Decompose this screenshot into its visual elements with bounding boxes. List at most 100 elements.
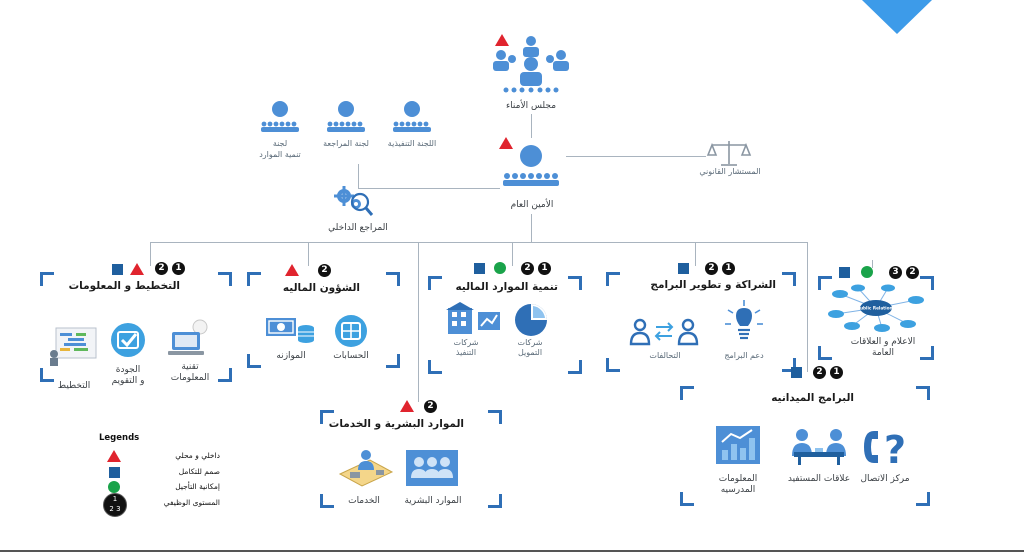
partnership-item-label: التحالفات (649, 351, 681, 360)
hr-item-label: الخدمات (348, 496, 380, 506)
navy-square-icon (678, 263, 689, 274)
media-title-line1: الاعلام و العلاقات (850, 337, 916, 347)
level-number-badge: 2 (813, 366, 826, 379)
financial-resources-item: شركات (517, 338, 543, 347)
navy-square-icon (791, 367, 802, 378)
level-number-badge: 2 (155, 262, 168, 275)
legend-level-bottom: 2 3 (109, 505, 121, 513)
lightbulb-icon (725, 300, 763, 340)
legend-green-circle-icon (108, 481, 120, 493)
level-number-badge: 2 (424, 400, 437, 413)
board-to-secretary-line (531, 114, 532, 138)
field-programs-frame (680, 386, 930, 506)
navy-square-icon (474, 263, 485, 274)
board-label: مجلس الأمناء (505, 101, 557, 111)
navy-square-icon (839, 267, 850, 278)
public-relations-hub-icon: Public Relations (828, 284, 924, 332)
media-frame (818, 276, 934, 360)
bottom-divider (0, 550, 1024, 552)
partnership-item-label: دعم البرامج (724, 351, 764, 360)
level-number-badge: 1 (830, 366, 843, 379)
building-chart-icon (446, 302, 500, 334)
legend-red-triangle-icon (107, 450, 121, 462)
drop-media (872, 260, 873, 268)
drop-financial-resources (512, 242, 513, 266)
drop-finance (308, 242, 309, 266)
finance-unit-title: الشؤون الماليه (282, 282, 360, 294)
legend-level-top: 1 (112, 495, 118, 503)
planning-item-label: التخطيط (57, 381, 91, 391)
green-circle-icon (861, 266, 873, 278)
planning-unit-frame (40, 272, 232, 382)
gears-search-icon (334, 186, 374, 216)
legend-label: المستوى الوظيفي (163, 498, 220, 507)
financial-resources-item: التمويل (517, 348, 543, 357)
red-triangle-icon (285, 264, 299, 276)
school-info-chart-icon (716, 426, 760, 464)
public-relations-hub-label: Public Relations (857, 306, 895, 311)
review-committee-icon (327, 101, 365, 132)
planning-item-label: و التقويم (111, 376, 145, 386)
accounts-icon (335, 315, 367, 347)
secretary-to-audit-line (358, 188, 500, 189)
legend-level-badge-icon: 1 2 3 (103, 493, 127, 517)
planning-item-label: تقنية (181, 362, 199, 372)
drop-partnership (695, 242, 696, 266)
legend-label: إمكانية التأجيل (175, 482, 220, 491)
hr-services-title: الموارد البشرية و الخدمات (328, 418, 464, 430)
secretary-to-legal-line (566, 156, 706, 157)
committee-label: لجنة المراجعة (323, 139, 369, 148)
hr-item-label: الموارد البشرية (404, 496, 462, 506)
level-number-badge: 2 (906, 266, 919, 279)
money-stack-icon (266, 318, 314, 343)
resource-committee-icon (261, 101, 299, 132)
legend-label: صمم للتكامل (178, 467, 220, 476)
call-center-icon: ? (864, 428, 906, 471)
drop-field (807, 242, 808, 372)
level-number-badge: 3 (889, 266, 902, 279)
corner-triangle-icon (862, 0, 932, 34)
financial-resources-item: شركات (453, 338, 479, 347)
media-title-line2: العامة (872, 348, 894, 358)
red-triangle-icon (499, 137, 513, 149)
laptop-bulb-icon (168, 319, 208, 355)
legal-label: المستشار القانوني (699, 167, 761, 176)
field-item-label: المعلومات (718, 474, 758, 484)
level-number-badge: 2 (318, 264, 331, 277)
planning-item-label: المعلومات (170, 373, 210, 383)
services-desk-icon (338, 450, 394, 487)
hr-services-frame (320, 410, 502, 508)
executive-committee-icon (393, 101, 431, 132)
beneficiary-meeting-icon (792, 429, 846, 465)
pie-chart-icon (515, 304, 547, 336)
committee-label-line2: تنمية الموارد (259, 150, 301, 159)
field-programs-title: البرامج الميدانيه (771, 392, 854, 404)
level-number-badge: 1 (722, 262, 735, 275)
audit-stem-line (358, 164, 359, 188)
secretary-label: الأمين العام (510, 200, 554, 210)
green-circle-icon (494, 262, 506, 274)
secretary-down-line (531, 214, 532, 242)
human-resources-icon (406, 450, 458, 486)
field-item-label: علاقات المستفيد (787, 474, 851, 484)
navy-square-icon (112, 264, 123, 275)
financial-resources-frame (428, 276, 582, 374)
check-badge-icon (111, 323, 145, 357)
level-number-badge: 2 (705, 262, 718, 275)
field-item-label: المدرسيه (720, 485, 756, 495)
committee-label: اللجنة التنفيذية (387, 139, 437, 148)
board-people-icon (493, 36, 569, 93)
field-item-label: مركز الاتصال (860, 474, 910, 484)
level-number-badge: 2 (521, 262, 534, 275)
finance-item-label: الحسابات (333, 351, 369, 361)
red-triangle-icon (130, 263, 144, 275)
drop-planning (150, 242, 151, 266)
committee-label-line1: لجنة (272, 139, 288, 148)
planning-unit-title: التخطيط و المعلومات (68, 280, 180, 292)
finance-unit-frame (247, 272, 400, 368)
financial-resources-title: تنمية الموارد الماليه (455, 281, 558, 293)
alliance-exchange-icon (629, 318, 699, 346)
drop-hr (418, 242, 419, 402)
red-triangle-icon (495, 34, 509, 46)
internal-audit-label: المراجع الداخلي (328, 223, 388, 233)
